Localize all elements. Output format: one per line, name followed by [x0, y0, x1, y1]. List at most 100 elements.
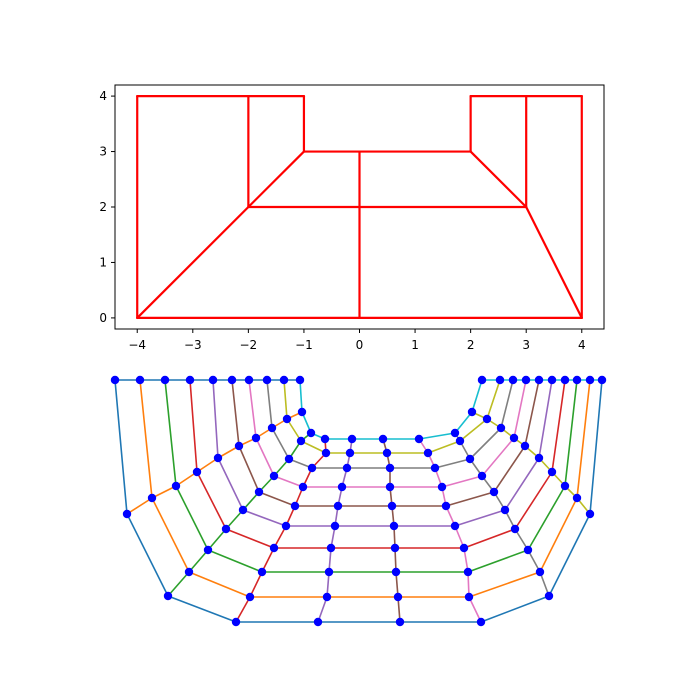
- mesh-ring-line-9: [299, 379, 483, 440]
- mesh-point: [572, 493, 582, 503]
- mesh-point: [322, 592, 332, 602]
- mesh-point: [459, 543, 469, 553]
- mesh-point: [547, 375, 557, 385]
- mesh-point: [430, 463, 440, 473]
- outline-segment-12: [136, 205, 250, 320]
- mesh-point: [221, 524, 231, 534]
- mesh-point: [508, 375, 518, 385]
- mesh-ring-line-3: [189, 379, 566, 549]
- mesh-point: [185, 375, 195, 385]
- mesh-point: [560, 375, 570, 385]
- bottom-mesh-plot: [110, 375, 607, 627]
- mesh-point: [321, 448, 331, 458]
- y-tick-label: 2: [99, 200, 107, 214]
- mesh-point: [378, 434, 388, 444]
- mesh-ring-line-4: [212, 379, 553, 527]
- mesh-point: [500, 505, 510, 515]
- x-tick-label: 2: [467, 338, 475, 352]
- mesh-point: [347, 434, 357, 444]
- mesh-point: [414, 434, 424, 444]
- mesh-point: [245, 592, 255, 602]
- mesh-point: [389, 521, 399, 531]
- mesh-point: [523, 545, 533, 555]
- mesh-radial-line-3: [235, 438, 327, 623]
- mesh-point: [110, 375, 120, 385]
- mesh-point: [393, 592, 403, 602]
- mesh-point: [544, 591, 554, 601]
- mesh-point: [163, 591, 173, 601]
- mesh-point: [244, 375, 254, 385]
- mesh-point: [585, 375, 595, 385]
- mesh-ring-line-6: [248, 379, 527, 488]
- mesh-radial-line-2: [167, 432, 312, 597]
- mesh-point: [231, 617, 241, 627]
- x-tick-label: −2: [240, 338, 258, 352]
- mesh-point: [455, 436, 465, 446]
- mesh-point: [477, 375, 487, 385]
- mesh-point: [465, 454, 475, 464]
- mesh-point: [496, 423, 506, 433]
- mesh-point: [208, 375, 218, 385]
- mesh-point: [282, 414, 292, 424]
- mesh-point: [572, 375, 582, 385]
- mesh-point: [269, 471, 279, 481]
- mesh-point: [521, 375, 531, 385]
- x-tick-label: 3: [522, 338, 530, 352]
- mesh-point: [385, 463, 395, 473]
- mesh-point: [489, 487, 499, 497]
- mesh-point: [337, 482, 347, 492]
- mesh-point: [324, 567, 334, 577]
- x-tick-label: −4: [128, 338, 146, 352]
- mesh-point: [192, 467, 202, 477]
- mesh-point: [585, 509, 595, 519]
- mesh-point: [534, 453, 544, 463]
- outline-segment-14: [525, 205, 583, 320]
- mesh-point: [290, 501, 300, 511]
- mesh-radial-line-6: [418, 438, 482, 623]
- mesh-point: [547, 467, 557, 477]
- mesh-point: [147, 493, 157, 503]
- mesh-radial-line-8: [471, 411, 591, 515]
- mesh-point: [342, 463, 352, 473]
- mesh-lines: [114, 379, 603, 623]
- mesh-point: [267, 423, 277, 433]
- x-tick-label: −1: [295, 338, 313, 352]
- y-tick-label: 0: [99, 311, 107, 325]
- mesh-radial-line-4: [317, 438, 353, 623]
- mesh-point: [597, 375, 607, 385]
- mesh-point: [171, 481, 181, 491]
- mesh-point: [279, 375, 289, 385]
- x-tick-label: 4: [578, 338, 586, 352]
- mesh-point: [534, 375, 544, 385]
- mesh-point: [298, 482, 308, 492]
- mesh-point: [297, 407, 307, 417]
- y-tick-label: 3: [99, 145, 107, 159]
- mesh-point: [450, 428, 460, 438]
- mesh-point: [330, 521, 340, 531]
- mesh-point: [269, 543, 279, 553]
- mesh-point: [281, 521, 291, 531]
- mesh-point: [313, 617, 323, 627]
- mesh-point: [262, 375, 272, 385]
- mesh-point: [238, 505, 248, 515]
- mesh-point: [385, 482, 395, 492]
- mesh-point: [395, 617, 405, 627]
- mesh-ring-line-8: [283, 379, 501, 454]
- mesh-point: [467, 407, 477, 417]
- mesh-ring-line-5: [231, 379, 540, 507]
- mesh-point: [160, 375, 170, 385]
- mesh-point: [441, 501, 451, 511]
- mesh-radial-line-5: [382, 438, 401, 623]
- mesh-point: [284, 454, 294, 464]
- mesh-point: [495, 375, 505, 385]
- mesh-point: [450, 521, 460, 531]
- mesh-ring-line-2: [164, 379, 578, 573]
- mesh-point: [320, 434, 330, 444]
- mesh-point: [307, 463, 317, 473]
- mesh-point: [345, 448, 355, 458]
